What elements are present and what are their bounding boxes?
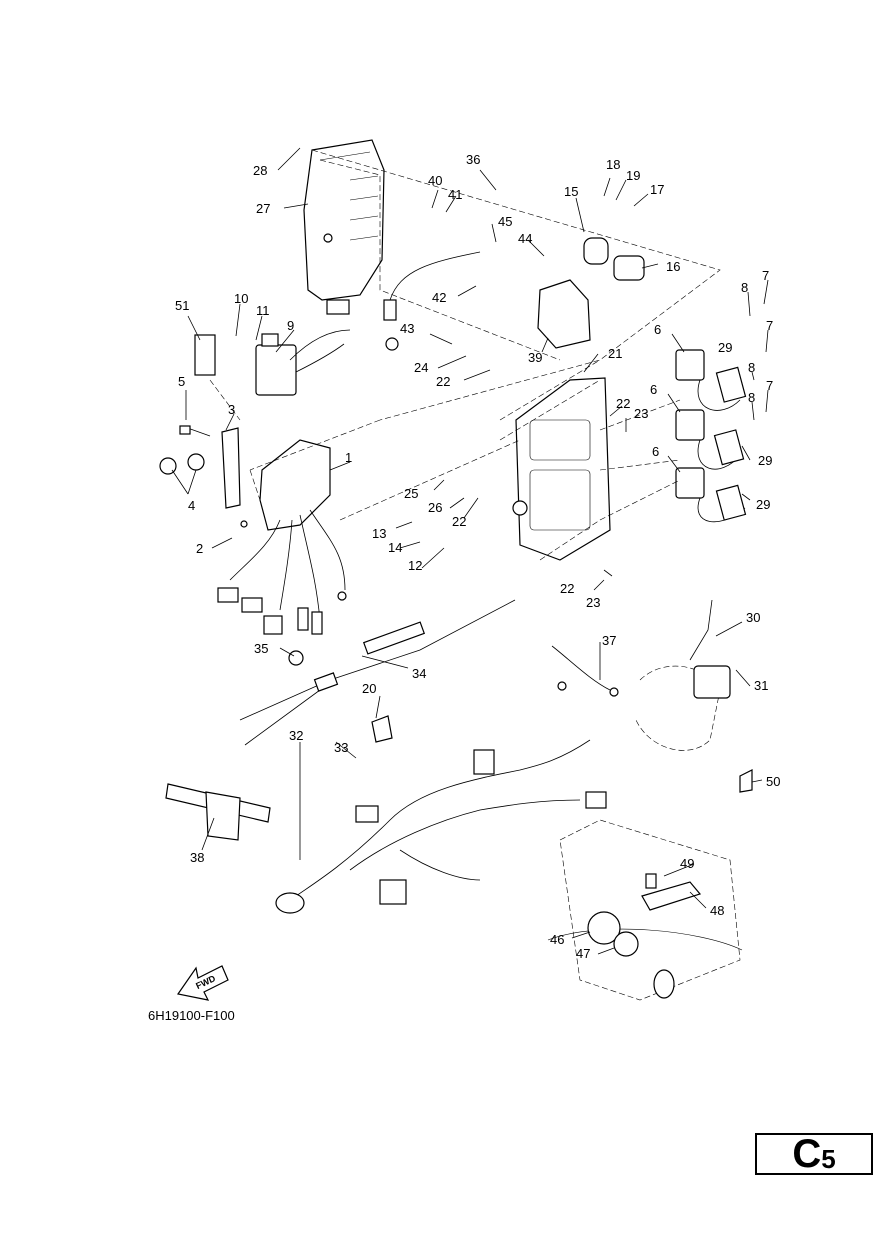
callout-42: 42 <box>432 290 446 305</box>
wire-harness-32 <box>289 739 591 901</box>
callout-29c: 29 <box>756 497 770 512</box>
callout-1: 1 <box>345 450 352 465</box>
callout-21: 21 <box>608 346 622 361</box>
callout-36: 36 <box>466 152 480 167</box>
callout-8b: 8 <box>748 360 755 375</box>
callout-3: 3 <box>228 402 235 417</box>
callout-4: 4 <box>188 498 195 513</box>
callout-22a: 22 <box>436 374 450 389</box>
callout-29b: 29 <box>758 453 772 468</box>
callout-32: 32 <box>289 728 303 743</box>
callout-20: 20 <box>362 681 376 696</box>
callout-8a: 8 <box>741 280 748 295</box>
callout-18: 18 <box>606 157 620 172</box>
callout-12: 12 <box>408 558 422 573</box>
callout-7a: 7 <box>762 268 769 283</box>
callout-30: 30 <box>746 610 760 625</box>
callout-51: 51 <box>175 298 189 313</box>
label-sheet-51 <box>194 334 216 376</box>
callout-13: 13 <box>372 526 386 541</box>
part-drawings <box>159 139 753 1001</box>
cover-27 <box>303 139 385 301</box>
sensor-15 <box>583 237 609 265</box>
callout-50: 50 <box>766 774 780 789</box>
callout-2: 2 <box>196 541 203 556</box>
sensor-31 <box>693 665 731 699</box>
callout-37: 37 <box>602 633 616 648</box>
callout-25: 25 <box>404 486 418 501</box>
callout-43: 43 <box>400 321 414 336</box>
callout-17: 17 <box>650 182 664 197</box>
callout-35: 35 <box>254 641 268 656</box>
diagram-code: 6H19100-F100 <box>148 1008 235 1023</box>
callout-49: 49 <box>680 856 694 871</box>
callout-44: 44 <box>518 231 532 246</box>
callout-8c: 8 <box>748 390 755 405</box>
callout-23a: 23 <box>634 406 648 421</box>
callout-22b: 22 <box>616 396 630 411</box>
ignition-coil-6b <box>675 409 705 441</box>
callout-29a: 29 <box>718 340 732 355</box>
callout-9: 9 <box>287 318 294 333</box>
rectifier-9 <box>255 344 297 396</box>
callout-22d: 22 <box>560 581 574 596</box>
callout-24: 24 <box>414 360 428 375</box>
callout-31: 31 <box>754 678 768 693</box>
callout-46: 46 <box>550 932 564 947</box>
page-badge-letter: C <box>792 1132 822 1176</box>
callout-38: 38 <box>190 850 204 865</box>
grommet-46 <box>587 911 621 945</box>
callout-6a: 6 <box>654 322 661 337</box>
page-badge: C 5 <box>755 1133 873 1175</box>
callout-7b: 7 <box>766 318 773 333</box>
callout-39: 39 <box>528 350 542 365</box>
callout-40: 40 <box>428 173 442 188</box>
callout-23b: 23 <box>586 595 600 610</box>
callout-5: 5 <box>178 374 185 389</box>
callout-15: 15 <box>564 184 578 199</box>
base-plate-21 <box>515 377 611 561</box>
ignition-coil-6c <box>675 467 705 499</box>
callout-48: 48 <box>710 903 724 918</box>
callout-6c: 6 <box>652 444 659 459</box>
callout-16: 16 <box>666 259 680 274</box>
callout-10: 10 <box>234 291 248 306</box>
fwd-arrow-icon <box>176 965 229 1001</box>
callout-27: 27 <box>256 201 270 216</box>
module-39 <box>537 279 591 349</box>
callout-19: 19 <box>626 168 640 183</box>
coupler-16 <box>613 255 645 281</box>
callout-26: 26 <box>428 500 442 515</box>
callout-labels: 1 2 3 4 5 6 6 6 7 7 7 8 8 8 9 10 11 12 1… <box>175 152 780 991</box>
callout-34: 34 <box>412 666 426 681</box>
leader-lines <box>171 147 769 955</box>
callout-45: 45 <box>498 214 512 229</box>
callout-22c: 22 <box>452 514 466 529</box>
callout-28: 28 <box>253 163 267 178</box>
callout-7c: 7 <box>766 378 773 393</box>
ignition-coil-6a <box>675 349 705 381</box>
callout-41: 41 <box>448 187 462 202</box>
callout-6b: 6 <box>650 382 657 397</box>
page-badge-number: 5 <box>821 1144 836 1174</box>
cdi-unit-1 <box>259 439 331 531</box>
bracket-48 <box>641 881 702 911</box>
callout-14: 14 <box>388 540 402 555</box>
seal-47 <box>613 931 639 957</box>
callout-11: 11 <box>256 303 270 318</box>
callout-47: 47 <box>576 946 590 961</box>
callout-33: 33 <box>334 740 348 755</box>
